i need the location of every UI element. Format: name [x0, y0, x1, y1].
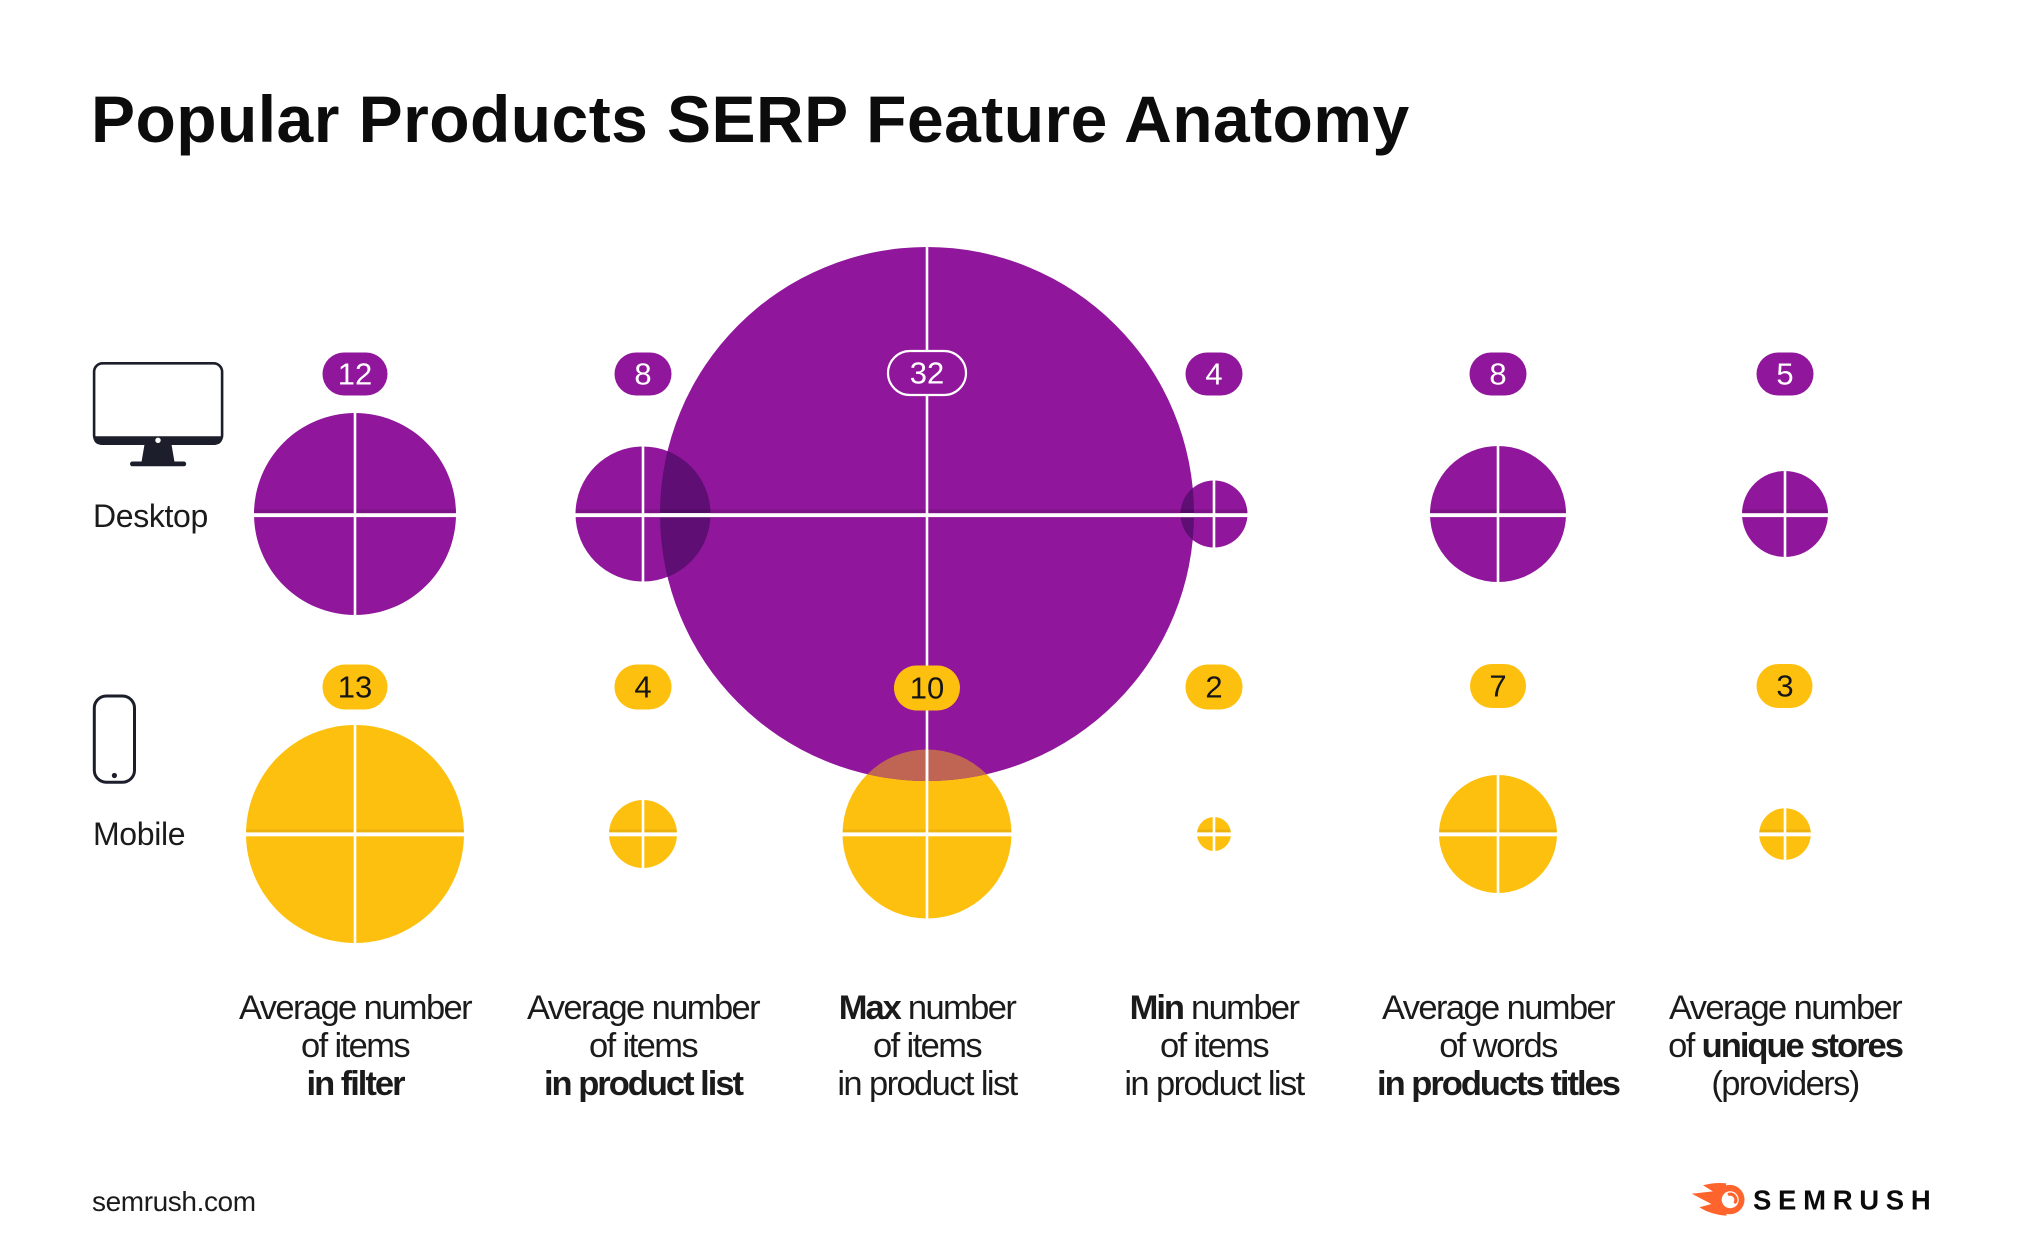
svg-text:4: 4 — [1205, 357, 1222, 392]
svg-text:3: 3 — [1776, 669, 1793, 704]
svg-text:4: 4 — [634, 670, 651, 705]
svg-text:10: 10 — [910, 671, 944, 706]
svg-text:7: 7 — [1489, 669, 1506, 704]
svg-text:12: 12 — [338, 357, 372, 392]
svg-text:8: 8 — [634, 357, 651, 392]
svg-text:8: 8 — [1489, 357, 1506, 392]
svg-text:5: 5 — [1776, 357, 1793, 392]
svg-text:13: 13 — [338, 670, 372, 705]
svg-text:32: 32 — [910, 356, 944, 391]
svg-text:SEMRUSH: SEMRUSH — [1753, 1185, 1937, 1216]
svg-text:2: 2 — [1205, 670, 1222, 705]
